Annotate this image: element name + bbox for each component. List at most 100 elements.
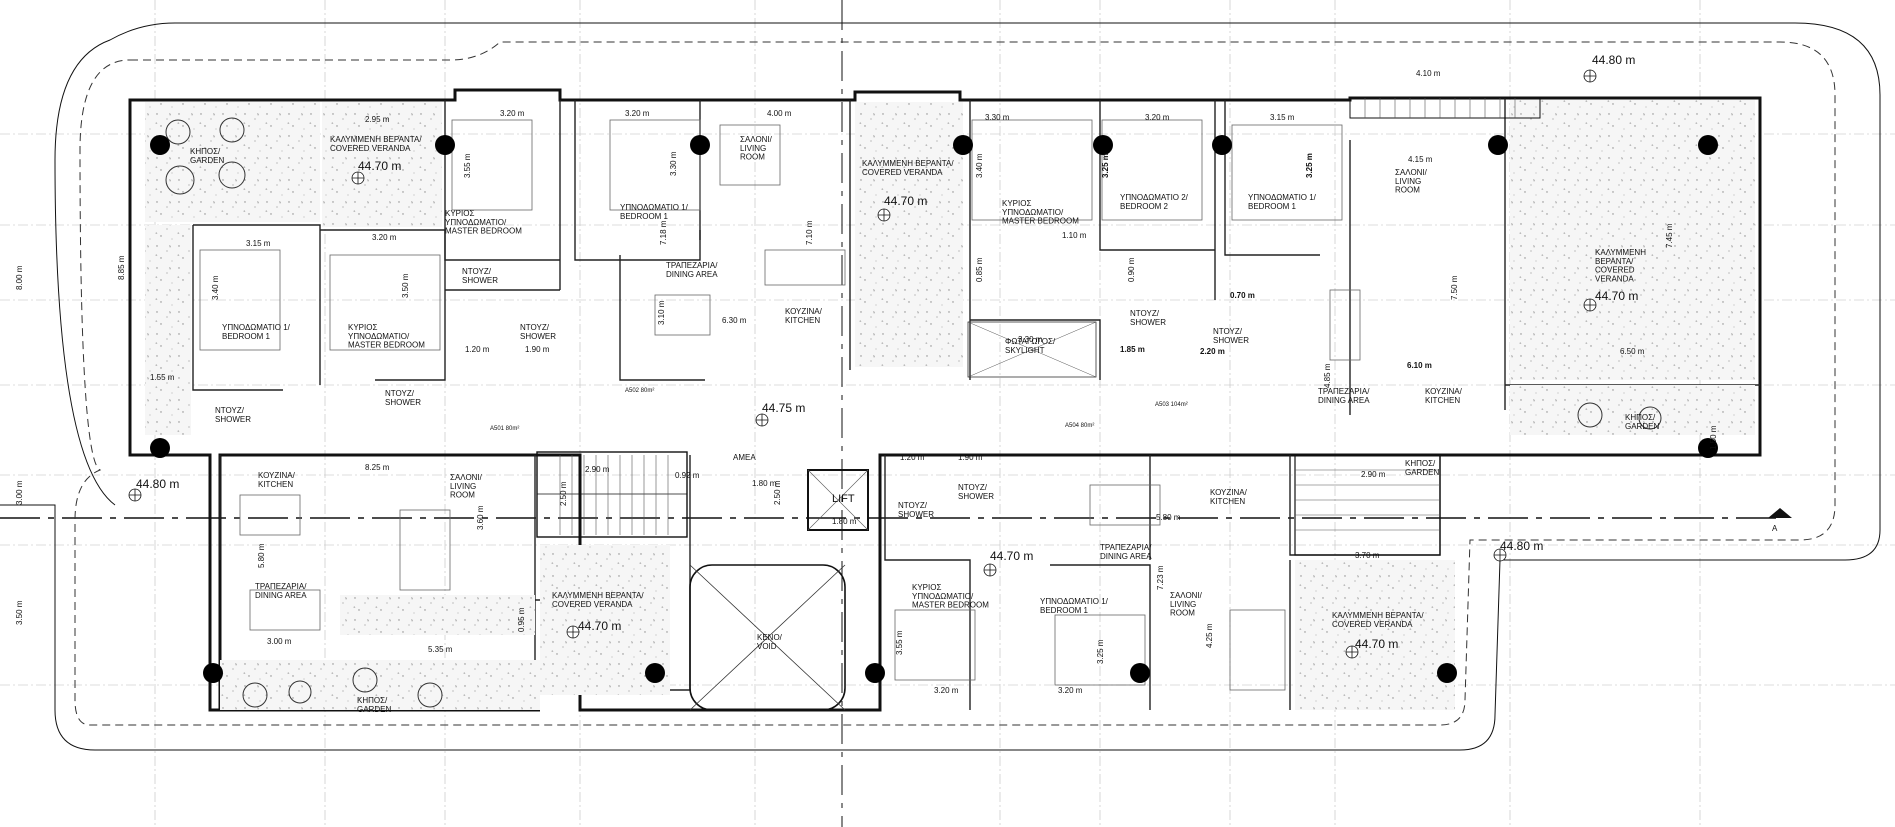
label-garden-se: ΚΗΠΟΣ/GARDEN bbox=[1405, 459, 1439, 477]
vdim-13: 3.25 m bbox=[1305, 153, 1314, 178]
dim-29: 6.30 m bbox=[722, 316, 747, 325]
label-garden-s: ΚΗΠΟΣ/GARDEN bbox=[357, 696, 391, 714]
dim-19: 5.35 m bbox=[428, 645, 453, 654]
dim-27: 1.80 m bbox=[752, 479, 777, 488]
lift-shaft bbox=[807, 469, 869, 531]
level-marker-icon bbox=[128, 69, 1597, 659]
garden-south-area bbox=[220, 660, 540, 710]
vdim-6: 3.50 m bbox=[401, 273, 410, 298]
label-dining-a: ΤΡΑΠΕΖΑΡΙΑ/DINING AREA bbox=[666, 261, 718, 279]
stair-icon bbox=[536, 451, 688, 538]
label-garden-nw: ΚΗΠΟΣ/GARDEN bbox=[190, 147, 224, 165]
dim-6: 3.20 m bbox=[1145, 113, 1170, 122]
dim-24: 1.20 m bbox=[900, 453, 925, 462]
vdim-24: 0.85 m bbox=[975, 257, 984, 282]
label-veranda-5: ΚΑΛΥΜΜΕΝΗ ΒΕΡΑΝΤΑ/COVERED VERANDA bbox=[1332, 611, 1424, 629]
vdim-1: 8.00 m bbox=[15, 265, 24, 290]
label-veranda-2: ΚΑΛΥΜΜΕΝΗ ΒΕΡΑΝΤΑ/COVERED VERANDA bbox=[862, 159, 954, 177]
vdim-4: 8.85 m bbox=[117, 255, 126, 280]
vdim-21: 7.23 m bbox=[1156, 565, 1165, 590]
stair-ne-icon bbox=[1349, 97, 1541, 119]
dim-31: 1.20 m bbox=[465, 345, 490, 354]
label-dining-b: ΤΡΑΠΕΖΑΡΙΑ/DINING AREA bbox=[1318, 387, 1370, 405]
vdim-14: 7.45 m bbox=[1665, 223, 1674, 248]
furniture bbox=[199, 119, 1361, 691]
vdim-10: 7.10 m bbox=[805, 220, 814, 245]
vdim-12: 3.25 m bbox=[1101, 153, 1110, 178]
apt-a502: A502 80m² bbox=[625, 388, 654, 394]
vdim-22: 4.25 m bbox=[1205, 623, 1214, 648]
label-bedroom1-a: ΥΠΝΟΔΩΜΑΤΙΟ 1/BEDROOM 1 bbox=[620, 203, 689, 221]
room-labels: ΚΗΠΟΣ/GARDEN ΚΑΛΥΜΜΕΝΗ ΒΕΡΑΝΤΑ/COVERED V… bbox=[190, 135, 1659, 714]
apartment-tags: A501 80m² A502 80m² A503 104m² A504 80m² bbox=[490, 388, 1188, 432]
dim-2: 3.20 m bbox=[500, 109, 525, 118]
apt-a501: A501 80m² bbox=[490, 426, 519, 432]
label-veranda-1: ΚΑΛΥΜΜΕΝΗ ΒΕΡΑΝΤΑ/COVERED VERANDA bbox=[330, 135, 422, 153]
void-area bbox=[689, 564, 846, 711]
vdim-8: 3.30 m bbox=[669, 151, 678, 176]
dim-21: 3.20 m bbox=[934, 686, 959, 695]
label-kitchen-a: ΚΟΥΖΙΝΑ/KITCHEN bbox=[785, 307, 823, 325]
dim-18: 8.25 m bbox=[365, 463, 390, 472]
vdim-5: 3.40 m bbox=[211, 275, 220, 300]
level-4: 44.80 m bbox=[1592, 53, 1635, 67]
label-skylight: ΦΩΤΑΓΩΓΟΣ/SKYLIGHT bbox=[1005, 337, 1056, 355]
dim-14: 2.20 m bbox=[1200, 347, 1225, 356]
vdim-11: 3.40 m bbox=[975, 153, 984, 178]
dim-12: 3.30 m bbox=[1018, 335, 1043, 344]
label-void: ΚΕΝΟ/VOID bbox=[757, 633, 783, 651]
tree-icon bbox=[165, 117, 1662, 708]
level-7: 44.75 m bbox=[762, 401, 805, 415]
label-shower-8: ΝΤΟΥΖ/SHOWER bbox=[898, 501, 934, 519]
dim-13: 1.85 m bbox=[1120, 345, 1145, 354]
label-shower-1: ΝΤΟΥΖ/SHOWER bbox=[462, 267, 498, 285]
level-3: 44.70 m bbox=[1595, 289, 1638, 303]
label-kitchen-c: ΚΟΥΖΙΝΑ/KITCHEN bbox=[258, 471, 296, 489]
terrace-south-area bbox=[340, 595, 535, 635]
label-kitchen-d: ΚΟΥΖΙΝΑ/KITCHEN bbox=[1210, 488, 1248, 506]
level-5: 44.70 m bbox=[578, 619, 621, 633]
dim-22: 3.20 m bbox=[1058, 686, 1083, 695]
dim-25: 1.90 m bbox=[958, 453, 983, 462]
vdim-15: 7.50 m bbox=[1450, 275, 1459, 300]
vdim-28: 3.10 m bbox=[657, 300, 666, 325]
vdim-16: 4.85 m bbox=[1323, 363, 1332, 388]
stair-east-icon bbox=[1294, 454, 1441, 556]
label-shower-5: ΝΤΟΥΖ/SHOWER bbox=[1130, 309, 1166, 327]
skylight-area bbox=[967, 321, 1097, 378]
dim-3: 3.20 m bbox=[625, 109, 650, 118]
dim-7: 3.15 m bbox=[1270, 113, 1295, 122]
dim-1: 2.95 m bbox=[365, 115, 390, 124]
level-values: 44.70 m 44.70 m 44.70 m 44.80 m 44.70 m … bbox=[136, 53, 1638, 651]
veranda-1-area bbox=[322, 102, 442, 227]
label-dining-d: ΤΡΑΠΕΖΑΡΙΑ/DINING AREA bbox=[1100, 543, 1152, 561]
section-marker-label: A bbox=[1772, 524, 1778, 533]
label-bedroom1-d: ΥΠΝΟΔΩΜΑΤΙΟ 1/BEDROOM 1 bbox=[1040, 597, 1109, 615]
level-8: 44.70 m bbox=[1355, 637, 1398, 651]
vdim-20: 3.25 m bbox=[1096, 639, 1105, 664]
veranda-5-area bbox=[1295, 560, 1455, 710]
label-shower-6: ΝΤΟΥΖ/SHOWER bbox=[1213, 327, 1249, 345]
dim-35: 2.90 m bbox=[585, 465, 610, 474]
dim-36: 5.80 m bbox=[1156, 513, 1181, 522]
veranda-2-area bbox=[855, 102, 963, 367]
label-shower-2: ΝΤΟΥΖ/SHOWER bbox=[520, 323, 556, 341]
dim-32: 0.70 m bbox=[1230, 291, 1255, 300]
dim-26: 0.92 m bbox=[675, 471, 700, 480]
dim-16: 6.50 m bbox=[1620, 347, 1645, 356]
vdim-18: 3.60 m bbox=[476, 505, 485, 530]
vdim-7: 3.55 m bbox=[463, 153, 472, 178]
vdim-29: 1.50 m bbox=[1709, 425, 1718, 450]
dim-8: 4.10 m bbox=[1416, 69, 1441, 78]
level-10: 44.70 m bbox=[990, 549, 1033, 563]
label-lift: LIFT bbox=[832, 493, 855, 505]
level-2: 44.70 m bbox=[884, 194, 927, 208]
dim-15: 6.10 m bbox=[1407, 361, 1432, 370]
